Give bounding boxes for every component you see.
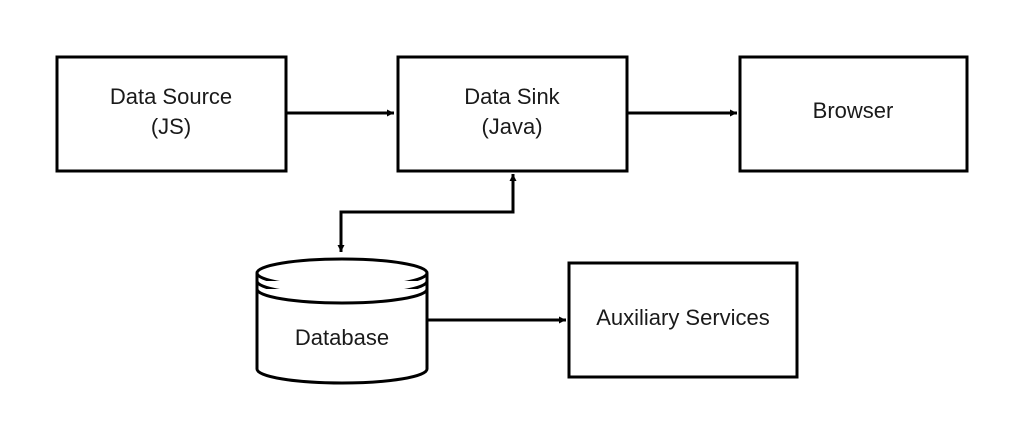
node-browser[interactable]: Browser [738,55,969,173]
node-data-source[interactable]: Data Source (JS) [55,55,288,173]
data-source-title: Data Source [110,84,232,109]
database-cylinder-ring-2 [255,288,429,305]
node-data-sink[interactable]: Data Sink (Java) [396,55,629,173]
node-database[interactable]: Database [255,257,429,385]
edge-sink-database-bidirectional [337,174,517,252]
data-source-subtitle: (JS) [151,114,191,139]
auxiliary-services-label: Auxiliary Services [596,305,770,330]
browser-label: Browser [813,98,894,123]
data-sink-subtitle: (Java) [481,114,542,139]
node-auxiliary-services[interactable]: Auxiliary Services [567,261,799,379]
data-sink-title: Data Sink [464,84,560,109]
database-label: Database [295,325,389,350]
edges [287,109,737,324]
